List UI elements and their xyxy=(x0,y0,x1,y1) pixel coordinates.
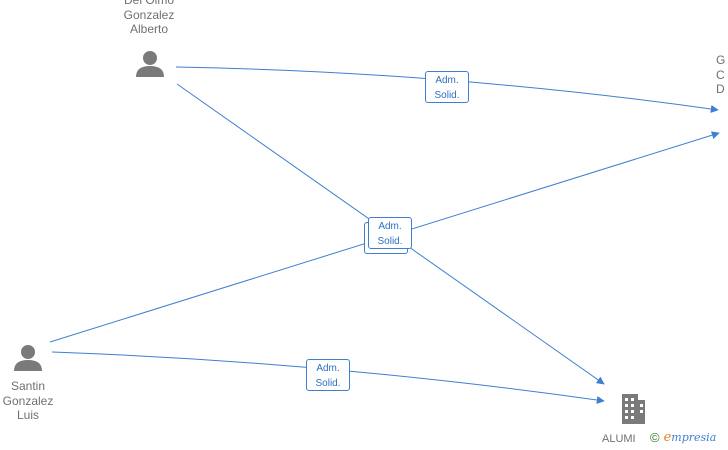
edge-label-line2: Solid. xyxy=(315,378,341,389)
edge-label-line2: Solid. xyxy=(434,90,460,101)
edge-label-line1: Adm. xyxy=(435,75,459,86)
person-label-alberto[interactable]: Del Olmo Gonzalez Alberto xyxy=(123,0,175,36)
brand-name-rest: mpresia xyxy=(671,431,717,444)
copyright-icon: © xyxy=(650,430,660,445)
brand-letter-e: e xyxy=(663,430,672,445)
edge-label-line1: Adm. xyxy=(378,221,402,232)
edge-label-line2: Solid. xyxy=(377,236,403,247)
person-label-luis[interactable]: Santin Gonzalez Luis xyxy=(2,379,54,422)
brand-logo: empresia xyxy=(664,430,717,445)
company-icon[interactable] xyxy=(622,394,645,424)
edge-label-adm-solid: Adm. Solid. xyxy=(425,71,469,103)
edge-label-line1: Adm. xyxy=(316,363,340,374)
person-icon[interactable] xyxy=(136,51,164,77)
person-icon[interactable] xyxy=(14,345,42,371)
edge-label-adm-solid: Adm. Solid. xyxy=(368,217,412,249)
empresia-watermark: © empresia xyxy=(650,430,716,445)
company-label-right[interactable]: G C D xyxy=(716,53,726,96)
company-label-alumi[interactable]: ALUMI xyxy=(602,433,636,445)
edge-label-adm-solid: Adm. Solid. xyxy=(306,359,350,391)
